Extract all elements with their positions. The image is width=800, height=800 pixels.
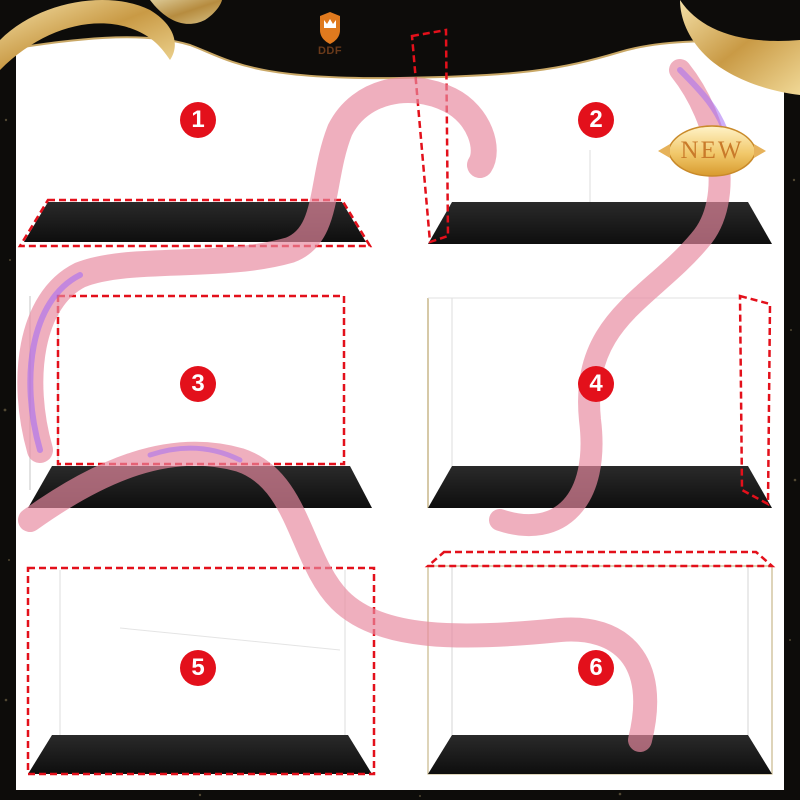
crown-shield-logo-icon bbox=[320, 12, 340, 44]
display-case-step-6 bbox=[424, 550, 776, 775]
step-number-badge: 6 bbox=[578, 650, 614, 686]
gold-ribbon-left-tail bbox=[150, 0, 222, 24]
highlight-outline bbox=[17, 198, 373, 248]
step-number-badge: 1 bbox=[180, 102, 216, 138]
new-badge-label: NEW bbox=[680, 137, 744, 164]
step-number-badge: 3 bbox=[180, 366, 216, 402]
case-base bbox=[428, 466, 772, 508]
gold-ribbon-left bbox=[0, 0, 175, 70]
brand-logo: DDF bbox=[307, 12, 353, 57]
display-case-step-2 bbox=[410, 28, 772, 244]
brand-name: DDF bbox=[317, 45, 343, 57]
step-number-badge: 2 bbox=[578, 102, 614, 138]
case-base bbox=[28, 735, 372, 774]
highlight-outline bbox=[424, 550, 776, 568]
case-base bbox=[428, 735, 772, 774]
case-base bbox=[24, 202, 366, 242]
step-number-badge: 5 bbox=[180, 650, 216, 686]
highlight-outline bbox=[738, 294, 772, 507]
gold-ornament-badge-icon bbox=[658, 125, 766, 177]
case-base bbox=[428, 202, 772, 244]
display-case-step-1 bbox=[17, 198, 373, 248]
highlight-outline bbox=[410, 28, 450, 244]
display-case-step-4 bbox=[427, 294, 772, 508]
frame-sparkles bbox=[3, 118, 797, 797]
step-number-badge: 4 bbox=[578, 366, 614, 402]
highlight-outline bbox=[26, 566, 376, 776]
gold-ribbon-right bbox=[680, 0, 800, 95]
